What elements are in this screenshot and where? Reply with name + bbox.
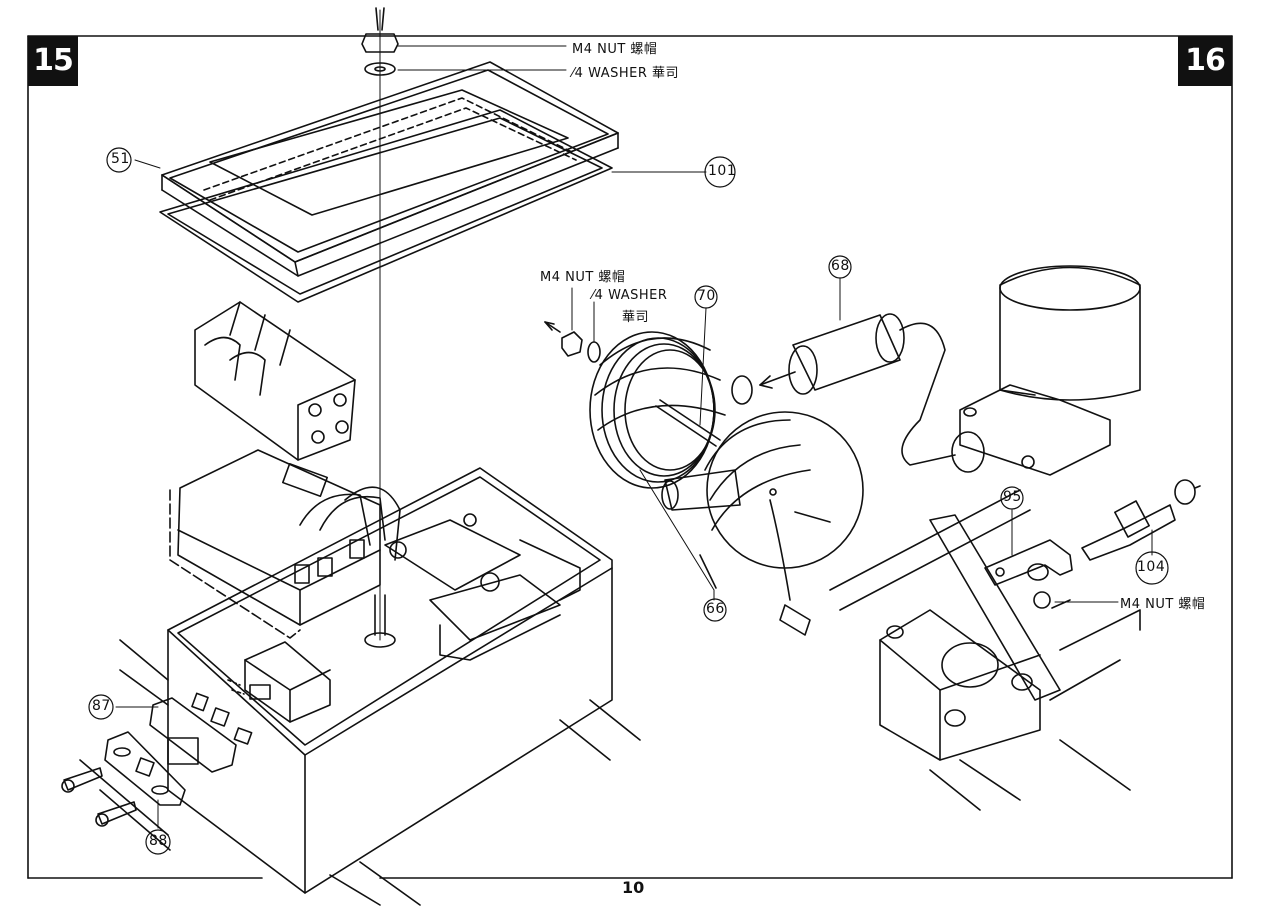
right-nut-label: M4 NUT 螺帽 — [1120, 597, 1206, 612]
callout-101: 101 — [708, 163, 737, 179]
spark-plug-part — [1081, 479, 1201, 561]
callout-88: 88 — [149, 833, 168, 849]
callout-68: 68 — [831, 258, 850, 274]
mid-washer-label: ⁄4 WASHER — [592, 288, 668, 303]
top-washer-label: ⁄4 WASHER 華司 — [572, 66, 680, 81]
step-badge-15: 15 — [28, 36, 78, 86]
callout-70: 70 — [697, 288, 716, 304]
engine-mount — [829, 489, 1141, 811]
page-number: 10 — [622, 878, 645, 897]
leader-lines — [115, 45, 1153, 829]
switch-plates — [104, 692, 253, 806]
step-badge-16: 16 — [1178, 36, 1232, 86]
callout-66: 66 — [706, 601, 725, 617]
callout-104: 104 — [1137, 559, 1166, 575]
cylinder-assembly — [589, 331, 864, 636]
callout-circles — [88, 147, 1169, 855]
base-box — [79, 467, 641, 906]
callout-87: 87 — [92, 698, 111, 714]
engine-block — [951, 265, 1141, 476]
switch-part — [227, 641, 331, 723]
mid-nut-label: M4 NUT 螺帽 — [540, 270, 626, 285]
bracket-part — [984, 539, 1073, 609]
mid-washer-label-cn: 華司 — [622, 310, 650, 325]
callout-51: 51 — [111, 151, 130, 167]
tube-part — [759, 313, 956, 466]
battery-holder — [194, 301, 356, 461]
screws — [61, 767, 137, 827]
top-nut-washer — [361, 7, 399, 76]
callout-95: 95 — [1003, 489, 1022, 505]
lid-part — [161, 61, 619, 277]
control-box — [169, 449, 401, 639]
page-frame — [27, 35, 1233, 879]
gasket-part — [159, 109, 613, 303]
top-nut-label: M4 NUT 螺帽 — [572, 42, 658, 57]
